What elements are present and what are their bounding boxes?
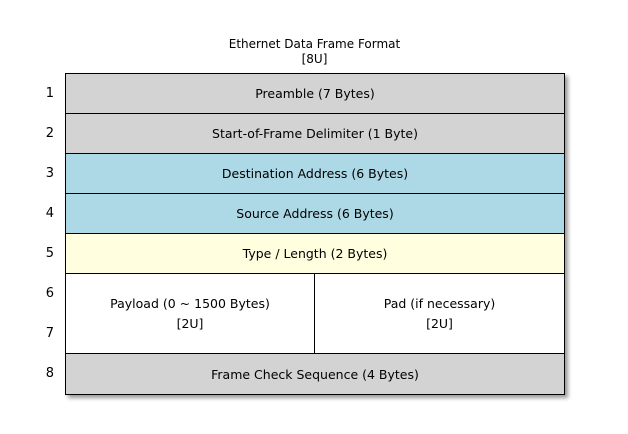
row-number-5: 5 [45, 246, 54, 261]
field-destination-address: Destination Address (6 Bytes) [66, 154, 564, 194]
field-source-address: Source Address (6 Bytes) [66, 194, 564, 234]
field-type-length: Type / Length (2 Bytes) [66, 234, 564, 274]
field-preamble-label: Preamble (7 Bytes) [255, 86, 375, 101]
diagram-subtitle: [8U] [301, 52, 328, 66]
field-frame-check-sequence: Frame Check Sequence (4 Bytes) [66, 354, 564, 394]
row-number-6: 6 [45, 286, 54, 301]
field-payload-label: Payload (0 ~ 1500 Bytes) [110, 295, 270, 311]
row-number-8: 8 [45, 366, 54, 381]
field-frame-check-sequence-label: Frame Check Sequence (4 Bytes) [211, 366, 419, 382]
row-number-1: 1 [45, 86, 54, 101]
field-payload-sublabel: [2U] [176, 315, 204, 331]
payload-pad-row: Payload (0 ~ 1500 Bytes) [2U] Pad (if ne… [66, 274, 564, 354]
frame-format-table: Preamble (7 Bytes) Start-of-Frame Delimi… [65, 73, 565, 395]
field-preamble: Preamble (7 Bytes) [66, 74, 564, 114]
field-pad-sublabel: [2U] [426, 315, 453, 331]
diagram-title: Ethernet Data Frame Format [228, 37, 401, 51]
field-pad-label: Pad (if necessary) [383, 295, 496, 311]
diagram-header: Ethernet Data Frame Format [8U] [65, 37, 564, 67]
row-number-column: 1 2 3 4 5 6 7 8 [28, 74, 54, 394]
field-pad: Pad (if necessary) [2U] [315, 274, 564, 353]
field-start-of-frame-delimiter: Start-of-Frame Delimiter (1 Byte) [66, 114, 564, 154]
field-source-address-label: Source Address (6 Bytes) [236, 206, 394, 221]
field-start-of-frame-delimiter-label: Start-of-Frame Delimiter (1 Byte) [212, 126, 418, 141]
field-type-length-label: Type / Length (2 Bytes) [242, 246, 388, 261]
row-number-7: 7 [45, 326, 54, 341]
row-number-4: 4 [45, 206, 54, 221]
row-number-3: 3 [45, 166, 54, 181]
row-number-2: 2 [45, 126, 54, 141]
field-payload: Payload (0 ~ 1500 Bytes) [2U] [66, 274, 315, 353]
field-destination-address-label: Destination Address (6 Bytes) [221, 166, 409, 181]
